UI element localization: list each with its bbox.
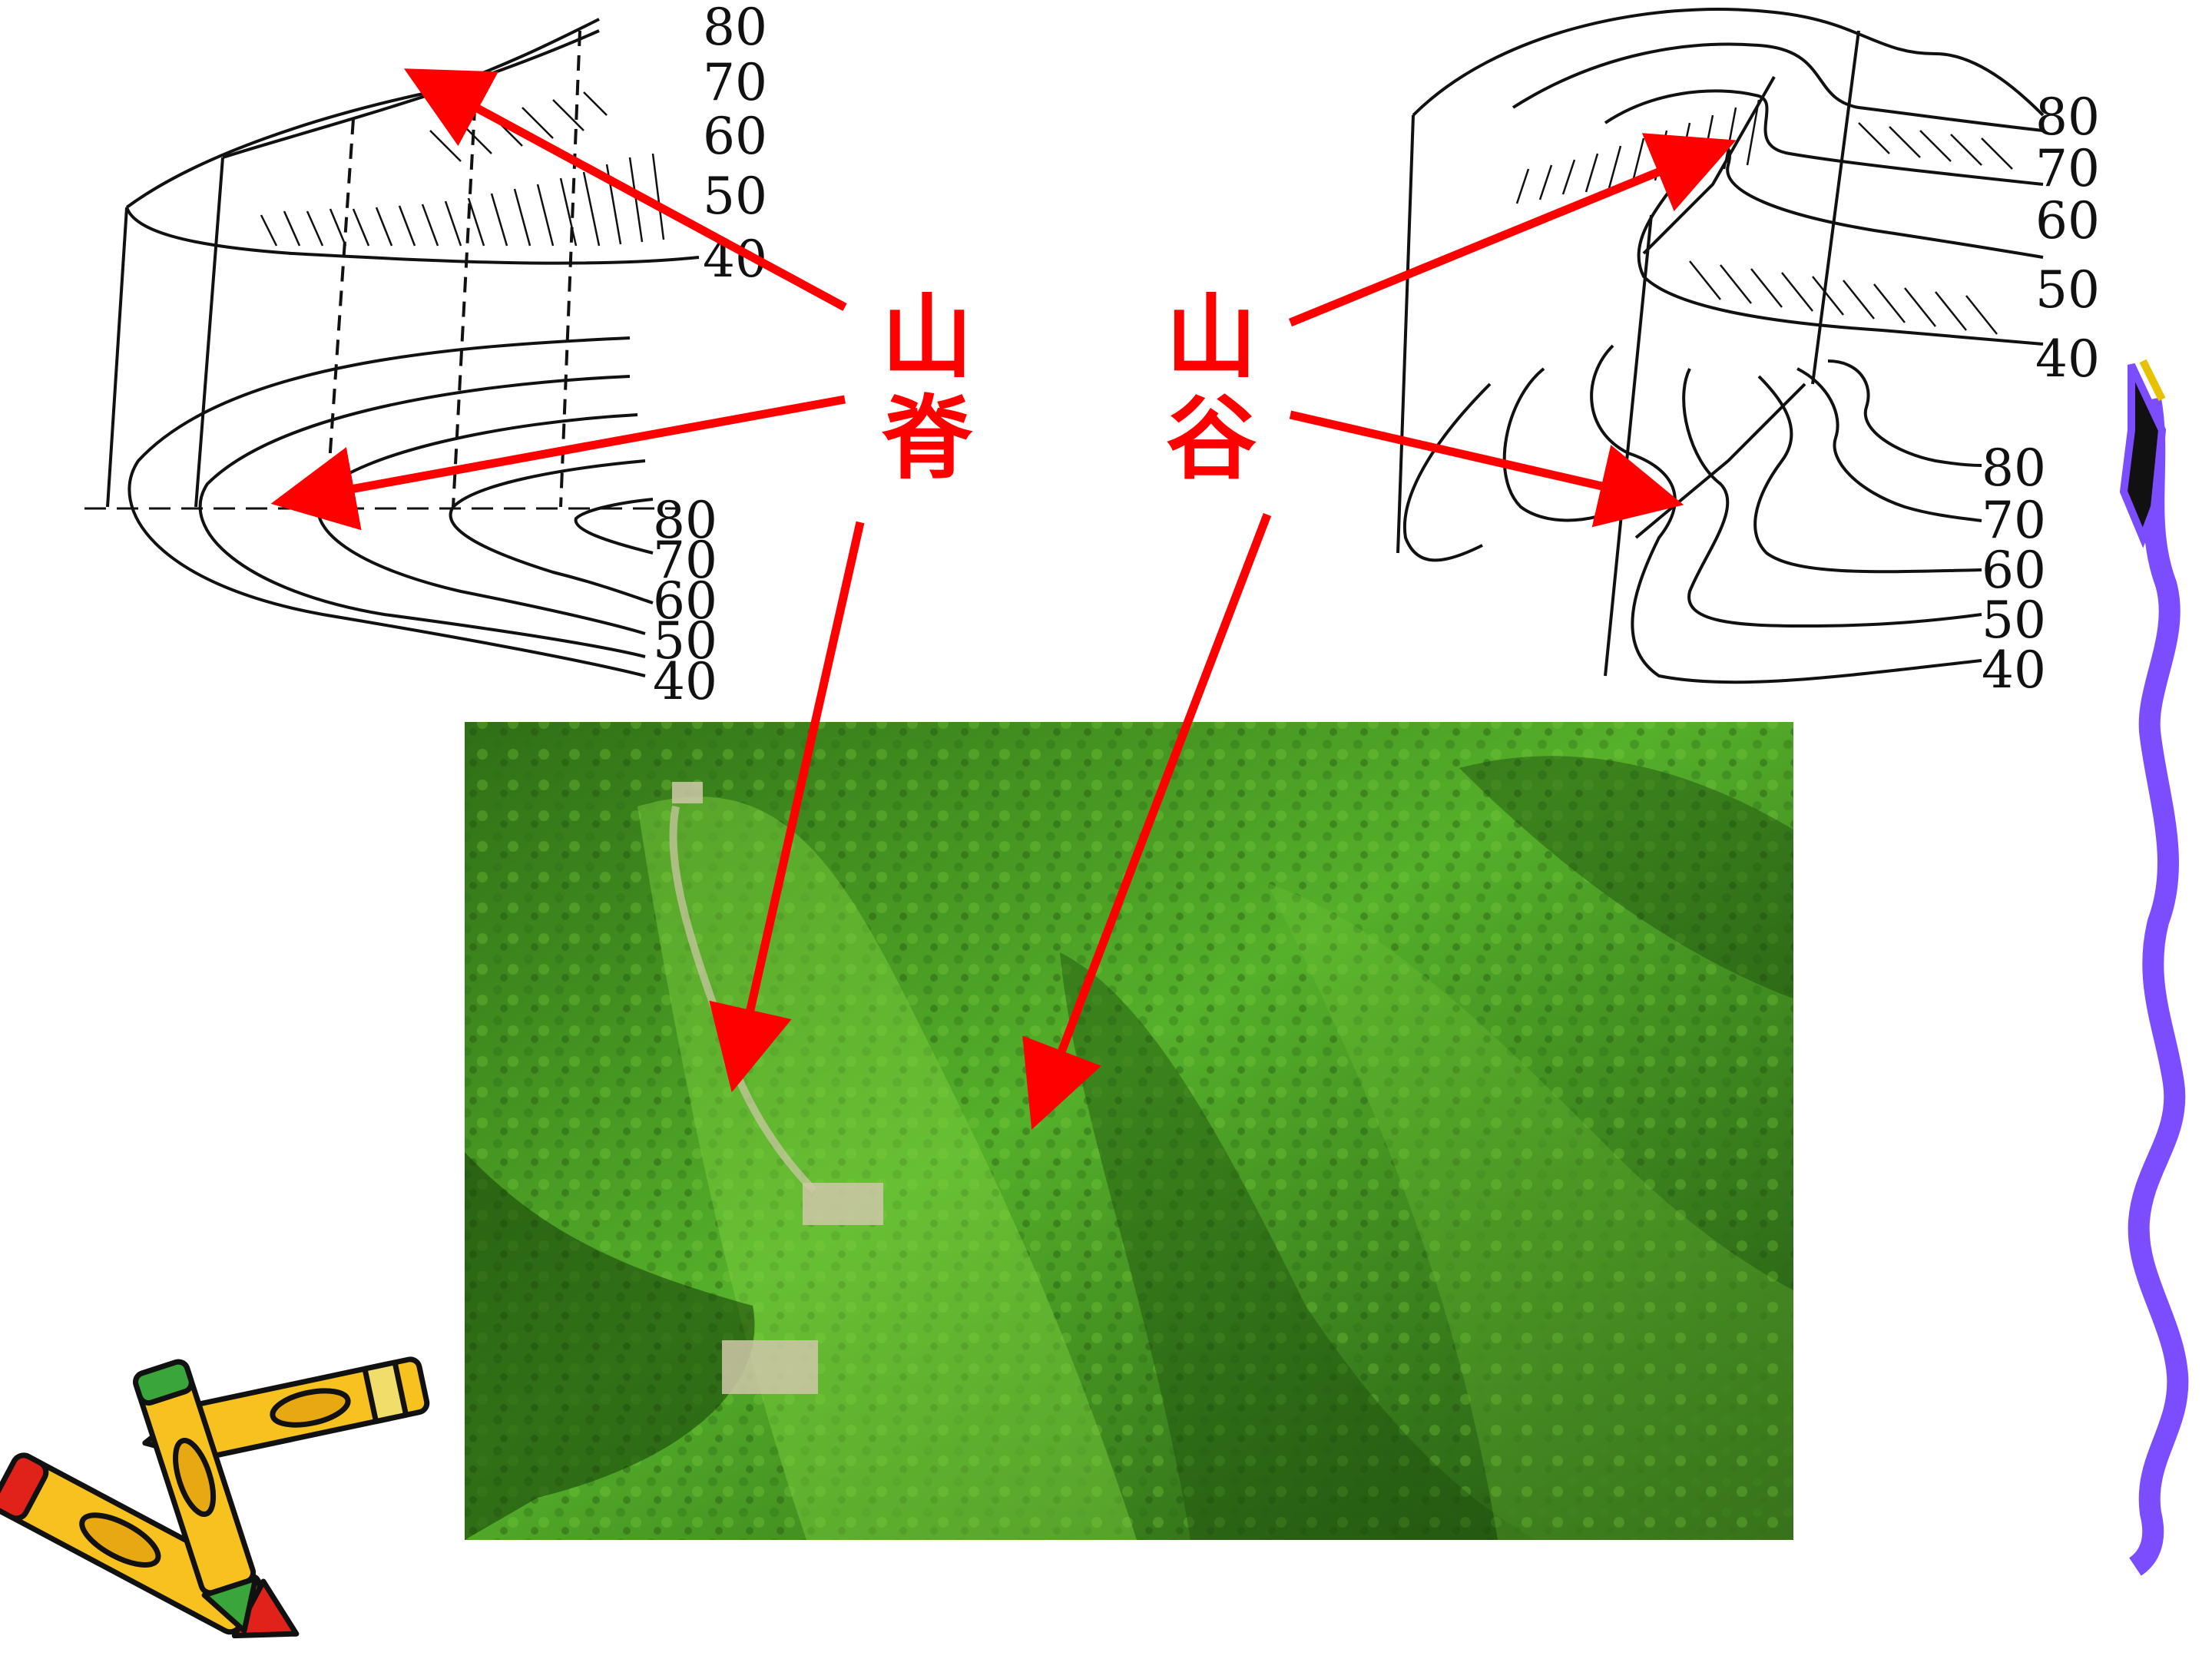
- pointer-arrows: [270, 68, 1737, 1130]
- ridge-to-photo-arrow: [709, 521, 865, 1093]
- ridge-upper-contour-numbers: 80 70 60 50 40: [703, 0, 767, 289]
- valley-contour-diagram: [1396, 7, 2045, 684]
- ridge-to-lower-diagram-arrow: [270, 395, 846, 531]
- contour-value: 80: [2035, 88, 2100, 147]
- wavy-border-decoration: [2119, 359, 2189, 1576]
- contour-value: 40: [653, 652, 717, 711]
- ridge-to-upper-diagram-arrow: [403, 68, 847, 311]
- valley-to-photo-arrow: [1022, 513, 1272, 1130]
- ridge-lower-contour-numbers: 80 70 60 50 40: [653, 491, 717, 711]
- valley-upper-contour-numbers: 80 70 60 50 40: [2035, 88, 2100, 389]
- contour-value: 80: [653, 491, 717, 550]
- mountain-photo: [465, 722, 1793, 1540]
- contour-value: 80: [703, 0, 767, 57]
- contour-value: 70: [703, 53, 767, 112]
- ridge-contour-diagram: [84, 18, 700, 677]
- contour-value: 70: [653, 531, 717, 590]
- contour-value: 60: [2035, 191, 2100, 250]
- contour-value: 60: [1982, 541, 2046, 600]
- contour-value: 50: [653, 611, 717, 671]
- ridge-label: 山 脊: [882, 284, 973, 492]
- valley-to-upper-diagram-arrow: [1288, 133, 1737, 327]
- contour-value: 80: [1982, 439, 2046, 498]
- ridge-label-char-2: 脊: [882, 386, 973, 492]
- valley-label-char-2: 谷: [1166, 386, 1257, 492]
- contour-value: 60: [703, 107, 767, 166]
- contour-value: 70: [2035, 139, 2100, 198]
- contour-value: 50: [1982, 591, 2046, 650]
- contour-value: 40: [2035, 329, 2100, 389]
- valley-label: 山 谷: [1166, 284, 1257, 492]
- contour-value: 50: [703, 167, 767, 226]
- ridge-label-char-1: 山: [882, 284, 972, 390]
- valley-to-lower-diagram-arrow: [1289, 410, 1684, 528]
- contour-value: 60: [653, 571, 717, 631]
- valley-lower-contour-numbers: 80 70 60 50 40: [1982, 439, 2046, 700]
- valley-label-char-1: 山: [1166, 284, 1257, 390]
- contour-value: 70: [1982, 491, 2046, 550]
- contour-value: 50: [2035, 260, 2100, 320]
- crayons-clipart-icon: [0, 1356, 430, 1639]
- contour-value: 40: [1982, 641, 2046, 700]
